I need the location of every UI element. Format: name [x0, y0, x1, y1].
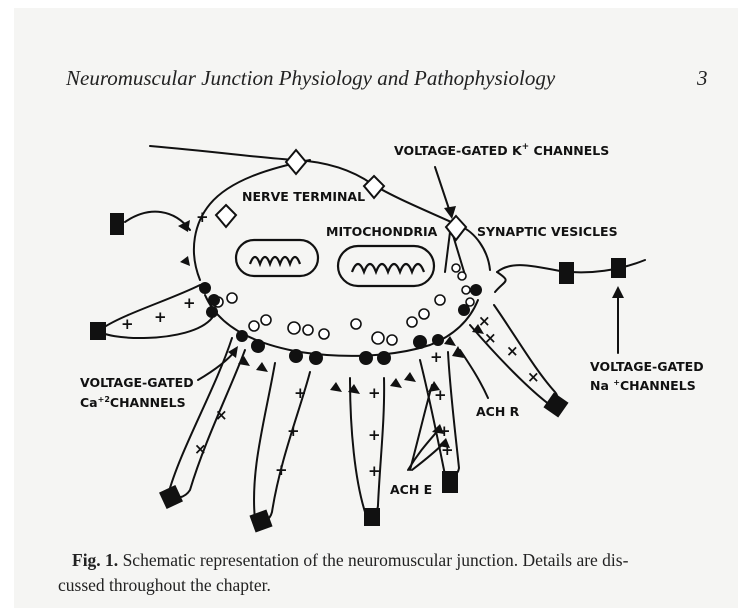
svg-text:+: + — [438, 422, 451, 440]
svg-text:+: + — [441, 441, 454, 459]
svg-text:+: + — [430, 348, 443, 366]
k-channel-diamond — [364, 176, 384, 198]
label-ach-e: ACH E — [390, 482, 432, 497]
na-channel-square — [559, 262, 574, 284]
svg-text:+: + — [368, 426, 381, 444]
label-na-channels-line2: Na +CHANNELS — [590, 378, 696, 393]
label-ca-channels-line1: VOLTAGE-GATED — [80, 375, 194, 390]
svg-text:+: + — [294, 384, 307, 402]
svg-text:+: + — [368, 384, 381, 402]
svg-text:×: × — [478, 312, 491, 330]
label-ca-channels-line2: Ca+2CHANNELS — [80, 395, 186, 410]
caption-label: Fig. 1. — [72, 550, 118, 570]
na-channel-square — [90, 322, 106, 340]
fold-1 — [168, 338, 245, 498]
svg-text:+: + — [287, 422, 300, 440]
k-channel-diamond — [286, 150, 306, 174]
na-channel-square — [159, 485, 183, 509]
caption-text: Schematic representation of the neuromus… — [118, 550, 628, 570]
svg-text:+: + — [154, 308, 167, 326]
caption-text-tail: cussed throughout the chapter. — [58, 573, 712, 598]
svg-text:+: + — [183, 294, 196, 312]
label-mitochondria: MITOCHONDRIA — [326, 224, 438, 239]
svg-text:+: + — [368, 462, 381, 480]
k-channel-diamond — [216, 205, 236, 227]
label-nerve-terminal: NERVE TERMINAL — [242, 189, 365, 204]
svg-text:+: + — [121, 315, 134, 333]
svg-text:×: × — [484, 329, 497, 347]
na-channel-square — [249, 509, 272, 532]
svg-text:×: × — [215, 406, 228, 424]
svg-text:+: + — [275, 461, 288, 479]
svg-text:×: × — [194, 440, 207, 458]
svg-text:×: × — [527, 368, 540, 386]
na-channel-square — [110, 213, 124, 235]
na-channel-square — [442, 471, 458, 493]
label-ach-r: ACH R — [476, 404, 520, 419]
na-channel-square — [543, 392, 568, 417]
svg-text:×: × — [506, 342, 519, 360]
figure-caption: Fig. 1. Schematic representation of the … — [72, 548, 712, 598]
label-k-channels: VOLTAGE-GATED K+ CHANNELS — [394, 142, 609, 158]
na-channel-square — [364, 508, 380, 526]
label-na-channels-line1: VOLTAGE-GATED — [590, 359, 704, 374]
label-synaptic-vesicles: SYNAPTIC VESICLES — [477, 224, 618, 239]
na-channel-square — [611, 258, 626, 278]
svg-text:+: + — [434, 386, 447, 404]
svg-text:+: + — [196, 208, 209, 226]
